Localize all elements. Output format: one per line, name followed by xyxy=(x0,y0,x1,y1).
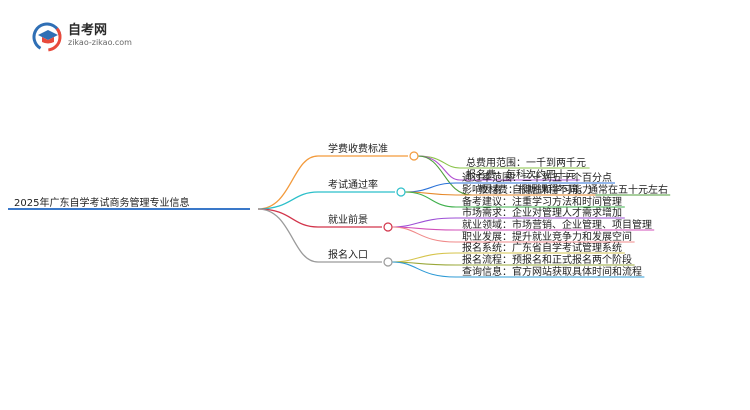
leaf-label[interactable]: 报名系统：广东省自学考试管理系统 xyxy=(462,241,622,254)
branch-toggle-job[interactable] xyxy=(383,222,393,232)
site-logo[interactable]: 自考网 zikao-zikao.com xyxy=(30,18,140,52)
branch-label-pass[interactable]: 考试通过率 xyxy=(328,178,378,191)
edge-signup-2 xyxy=(391,261,457,278)
leaf-label[interactable]: 报名流程：预报名和正式报名两个阶段 xyxy=(462,253,632,266)
leaf-label[interactable]: 就业领域：市场营销、企业管理、项目管理 xyxy=(462,218,652,231)
edge-job-0 xyxy=(391,217,457,228)
branch-label-fees[interactable]: 学费收费标准 xyxy=(328,142,388,155)
edge-job-2 xyxy=(391,226,457,243)
logo-url: zikao-zikao.com xyxy=(68,38,132,47)
leaf-label[interactable]: 报名费：每科次约四十元 xyxy=(466,168,576,181)
graduation-cap-icon xyxy=(32,22,62,52)
edge-pass-0 xyxy=(404,182,457,193)
leaf-label[interactable]: 总费用范围：一千到两千元 xyxy=(466,156,586,169)
leaf-label[interactable]: 教材费：根据课程不同，通常在五十元左右 xyxy=(478,183,668,196)
leaf-label[interactable]: 市场需求：企业对管理人才需求增加 xyxy=(462,206,622,219)
branch-label-signup[interactable]: 报名入口 xyxy=(328,248,368,261)
edge-pass xyxy=(257,191,319,210)
branch-toggle-pass[interactable] xyxy=(396,187,406,197)
branch-toggle-signup[interactable] xyxy=(383,257,393,267)
edge-signup xyxy=(257,208,319,263)
edge-job xyxy=(257,208,319,228)
root-label[interactable]: 2025年广东自学考试商务管理专业信息 xyxy=(14,196,189,209)
edge-fees-0 xyxy=(417,155,461,169)
leaf-label[interactable]: 通过率范围：三十到五十个百分点 xyxy=(462,171,612,184)
logo-title: 自考网 xyxy=(68,23,108,38)
leaf-label[interactable]: 职业发展：提升就业竞争力和发展空间 xyxy=(462,230,632,243)
edge-fees xyxy=(257,155,319,210)
branch-toggle-fees[interactable] xyxy=(409,151,419,161)
leaf-label[interactable]: 影响因素：自律性和学习能力 xyxy=(462,183,592,196)
leaf-label[interactable]: 查询信息：官方网站获取具体时间和流程 xyxy=(462,265,642,278)
branch-label-job[interactable]: 就业前景 xyxy=(328,213,368,226)
edge-fees-2 xyxy=(417,155,473,196)
leaf-label[interactable]: 备考建议：注重学习方法和时间管理 xyxy=(462,195,622,208)
edge-signup-0 xyxy=(391,252,457,263)
edge-pass-2 xyxy=(404,191,457,208)
